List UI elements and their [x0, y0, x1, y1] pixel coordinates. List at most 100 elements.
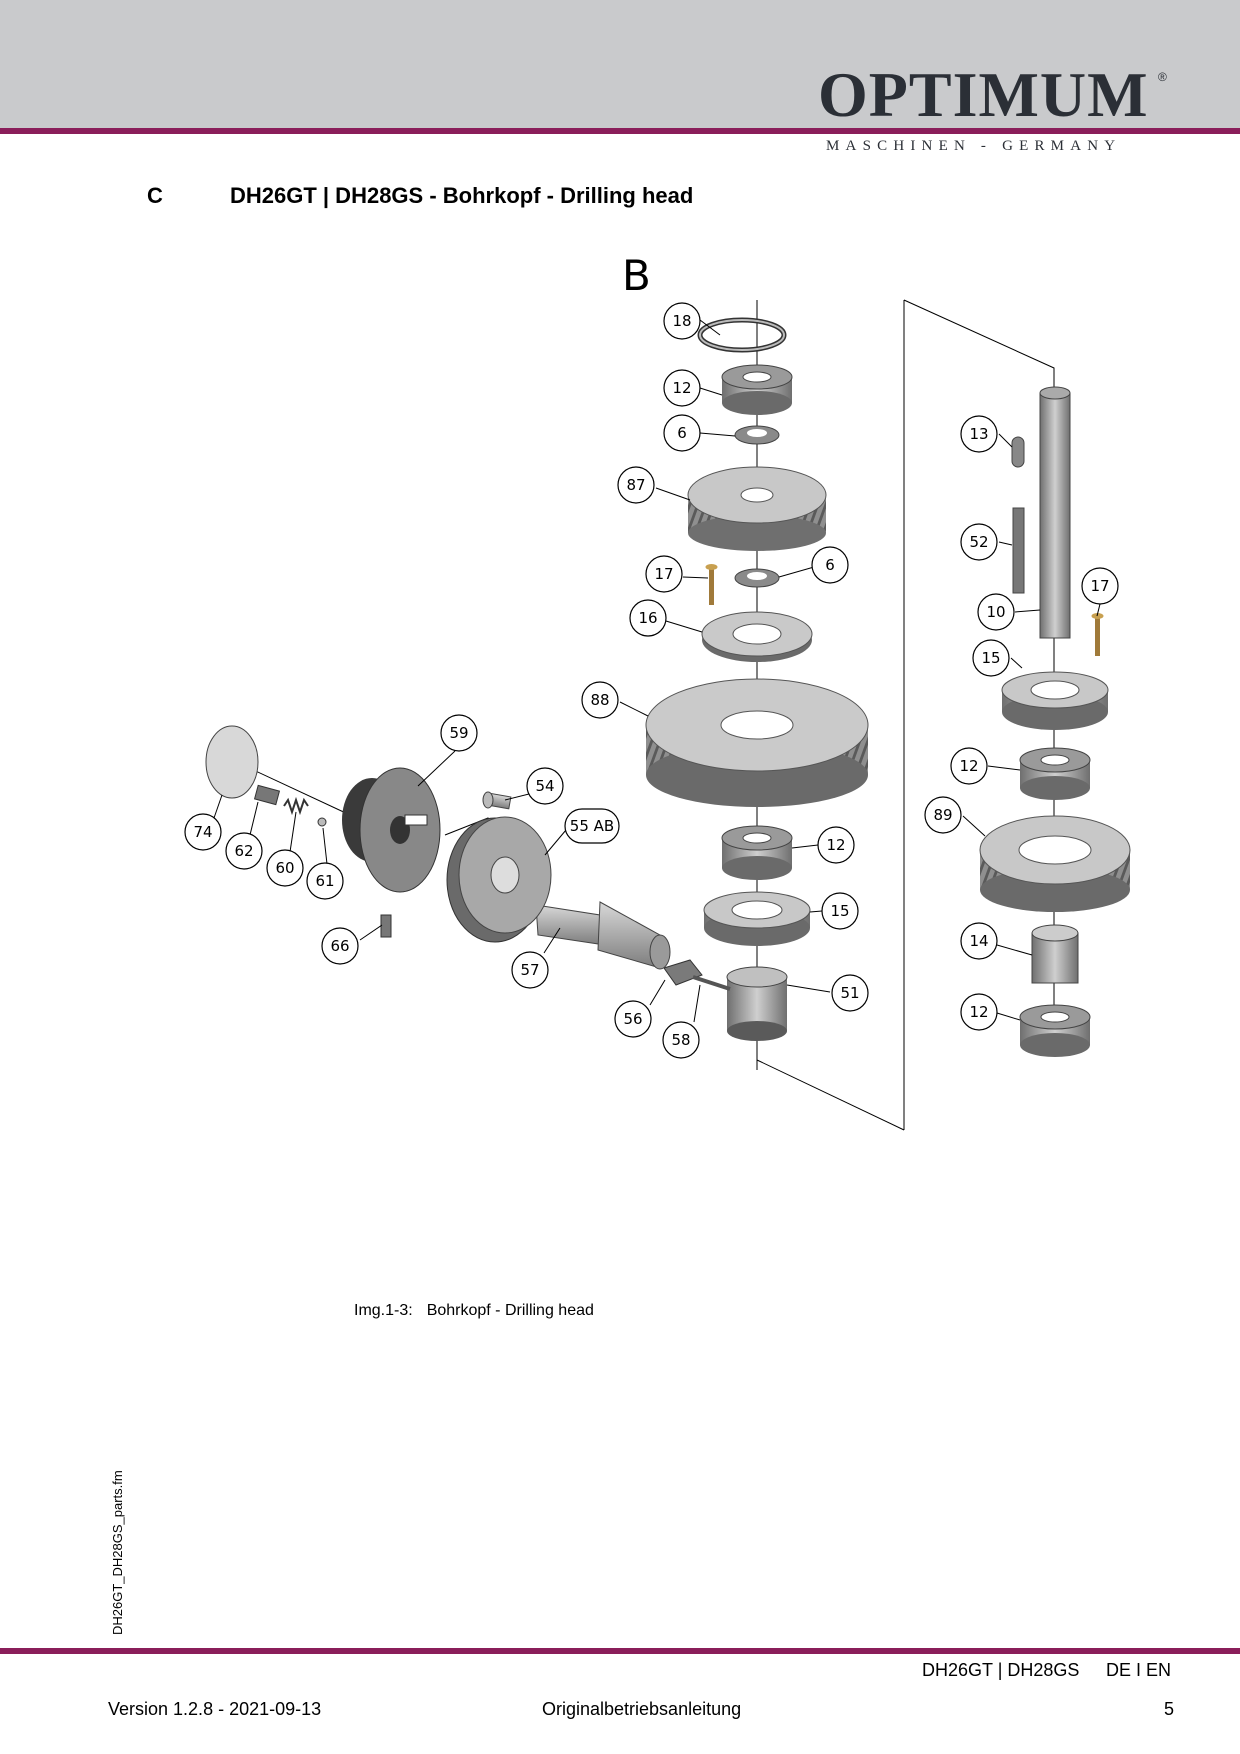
callout-16 — [629, 599, 667, 637]
section-title: DH26GT | DH28GS - Bohrkopf - Drilling he… — [230, 183, 694, 208]
section-letter: C — [147, 183, 163, 208]
callout-label-16: 16 — [638, 609, 657, 627]
callout-label-88: 88 — [590, 691, 609, 709]
callout-15-b — [972, 639, 1010, 677]
part-bearing-12-right-top — [1019, 747, 1091, 800]
footer-rule — [0, 1648, 1240, 1654]
callout-74 — [184, 813, 222, 851]
callout-label-12-a: 12 — [672, 379, 691, 397]
callout-15-a — [821, 892, 859, 930]
callout-87 — [617, 466, 655, 504]
part-washer-6-mid — [734, 568, 780, 588]
callouts — [184, 302, 1119, 1059]
callout-label-60: 60 — [275, 859, 294, 877]
part-washer-6-top — [734, 425, 780, 445]
callout-18 — [663, 302, 701, 340]
callout-56 — [614, 1000, 652, 1038]
callout-label-12-c: 12 — [959, 757, 978, 775]
part-bearing-12-mid — [721, 825, 793, 880]
callout-88 — [581, 681, 619, 719]
callout-label-10: 10 — [986, 603, 1005, 621]
header-band — [0, 0, 1240, 128]
footer-languages: DE I EN — [1106, 1660, 1172, 1680]
callout-10 — [977, 593, 1015, 631]
callout-label-62: 62 — [234, 842, 253, 860]
callout-leaders — [213, 319, 1101, 1023]
caption-text: Bohrkopf - Drilling head — [426, 1302, 594, 1319]
callout-62 — [225, 832, 263, 870]
callout-label-52: 52 — [969, 533, 988, 551]
optimum-logo: OPTIMUM ® — [818, 60, 1178, 130]
callout-label-12-d: 12 — [969, 1003, 988, 1021]
callout-6-b — [811, 546, 849, 584]
caption-label: Img.1-3: — [354, 1302, 413, 1319]
part-screw-54 — [482, 791, 512, 810]
registered-mark: ® — [1158, 70, 1167, 84]
callout-label-56: 56 — [623, 1010, 642, 1028]
callout-55ab — [564, 808, 620, 844]
part-ball-61 — [317, 817, 327, 827]
right-panel-bottom — [756, 1059, 905, 1131]
callout-6-a — [663, 414, 701, 452]
callout-label-17-a: 17 — [654, 565, 673, 583]
right-panel-outline — [903, 299, 1055, 378]
part-ring-15-center — [703, 891, 811, 946]
callout-89 — [924, 796, 962, 834]
callout-label-59: 59 — [449, 724, 468, 742]
callout-label-58: 58 — [671, 1031, 690, 1049]
part-disc-74 — [205, 725, 259, 799]
part-gear-89 — [979, 815, 1131, 912]
page-number: 5 — [1164, 1699, 1175, 1719]
callout-label-6-b: 6 — [825, 556, 835, 574]
callout-66 — [321, 927, 359, 965]
callout-label-61: 61 — [315, 872, 334, 890]
callout-label-14: 14 — [969, 932, 988, 950]
side-file-label: DH26GT_DH28GS_parts.fm — [110, 1470, 125, 1635]
callout-label-12-b: 12 — [826, 836, 845, 854]
callout-label-74: 74 — [193, 823, 212, 841]
callout-12-d — [960, 993, 998, 1031]
part-screw-17-right — [1091, 613, 1104, 656]
part-pin-58 — [692, 975, 731, 991]
callout-label-17-b: 17 — [1090, 577, 1109, 595]
part-ring-15-right — [1001, 671, 1109, 730]
part-plate-16 — [701, 611, 813, 662]
part-screw-66 — [380, 914, 392, 938]
callout-label-6-a: 6 — [677, 424, 687, 442]
callout-14 — [960, 922, 998, 960]
callout-label-55ab: 55 AB — [570, 817, 614, 835]
part-flange-55ab — [446, 816, 552, 943]
part-screw-17-left — [705, 564, 718, 605]
callout-label-15-a: 15 — [830, 902, 849, 920]
footer-models: DH26GT | DH28GS — [922, 1660, 1080, 1680]
callout-57 — [511, 951, 549, 989]
part-block-56 — [663, 959, 703, 986]
figure-caption: Img.1-3: Bohrkopf - Drilling head — [354, 1302, 594, 1320]
callout-54 — [526, 767, 564, 805]
logo-text: OPTIMUM — [818, 59, 1149, 130]
part-nut-51 — [726, 966, 788, 1041]
part-key-13 — [1011, 436, 1025, 468]
logo-subtitle: MASCHINEN - GERMANY — [826, 138, 1122, 154]
callout-label-13: 13 — [969, 425, 988, 443]
callout-61 — [306, 862, 344, 900]
callout-label-15-b: 15 — [981, 649, 1000, 667]
callout-label-89: 89 — [933, 806, 952, 824]
part-spring-60 — [283, 796, 309, 816]
callout-58 — [662, 1021, 700, 1059]
part-bearing-12-top — [721, 364, 793, 415]
callout-51 — [831, 974, 869, 1012]
callout-label-66: 66 — [330, 937, 349, 955]
callout-label-54: 54 — [535, 777, 554, 795]
part-shaft-57 — [535, 901, 671, 970]
part-shaft-10 — [1039, 386, 1071, 639]
part-hub-59 — [342, 767, 441, 893]
callout-label-57: 57 — [520, 961, 539, 979]
callout-label-18: 18 — [672, 312, 691, 330]
callout-13 — [960, 415, 998, 453]
callout-12-c — [950, 747, 988, 785]
callout-label-51: 51 — [840, 984, 859, 1002]
callout-52 — [960, 523, 998, 561]
part-circlip-18 — [697, 317, 787, 353]
